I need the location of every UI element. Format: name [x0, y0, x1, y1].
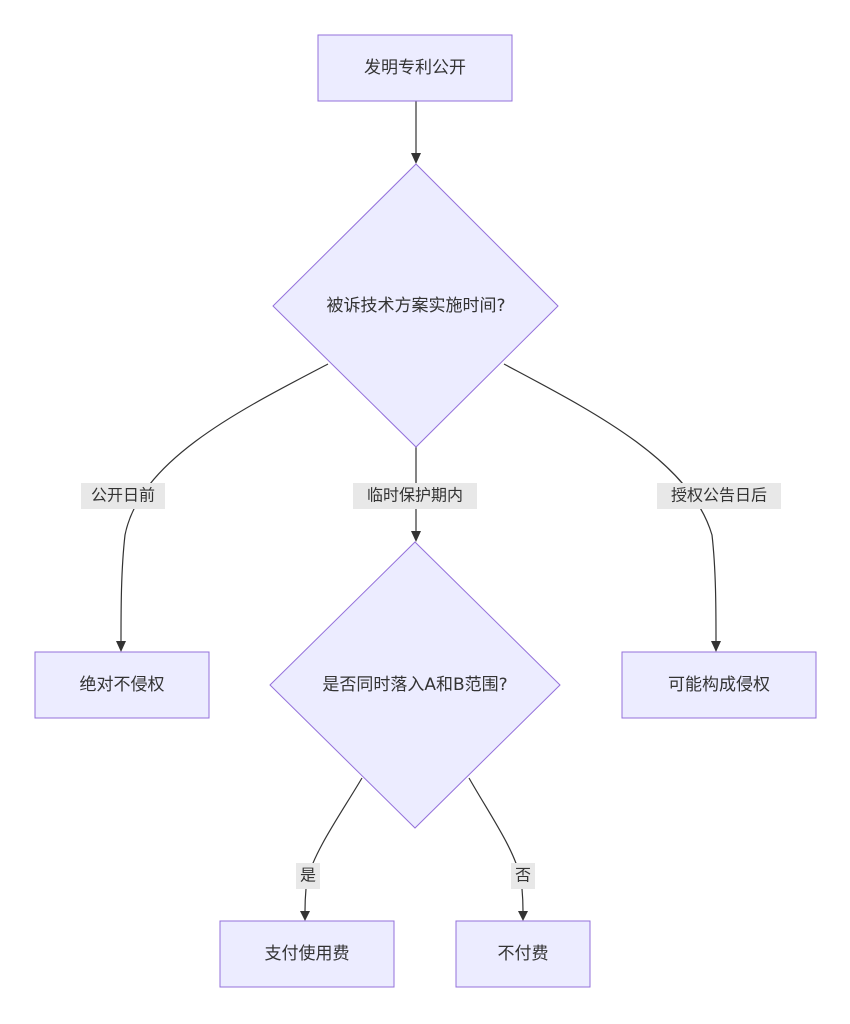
node-decision-time: 被诉技术方案实施时间? [272, 163, 559, 448]
edge-label-provisional-period-text: 临时保护期内 [367, 486, 463, 505]
node-no-infringement-label: 绝对不侵权 [80, 675, 165, 695]
node-decision-scope-label: 是否同时落入A和B范围? [322, 675, 507, 695]
edge-label-provisional-period: 临时保护期内 [353, 483, 477, 509]
node-pay-fee-label: 支付使用费 [265, 943, 350, 964]
node-may-infringe: 可能构成侵权 [621, 651, 817, 719]
edge-label-yes-text: 是 [300, 866, 316, 885]
node-publication-label: 发明专利公开 [364, 58, 466, 78]
node-pay-fee: 支付使用费 [219, 920, 395, 988]
edge-time-to-no-infringement [116, 363, 329, 652]
edge-scope-to-pay-fee [300, 777, 363, 921]
node-no-fee: 不付费 [455, 920, 591, 988]
node-may-infringe-label: 可能构成侵权 [668, 675, 770, 695]
edge-time-to-may-infringe [503, 363, 721, 652]
edge-label-no: 否 [511, 863, 535, 889]
edge-publication-to-time [411, 101, 421, 164]
edge-label-after-grant: 授权公告日后 [657, 483, 781, 509]
node-no-fee-label: 不付费 [498, 944, 549, 964]
edge-label-after-grant-text: 授权公告日后 [671, 486, 767, 505]
edge-label-yes: 是 [296, 863, 320, 889]
node-decision-time-label: 被诉技术方案实施时间? [326, 296, 505, 316]
node-decision-scope: 是否同时落入A和B范围? [269, 541, 561, 829]
edge-label-no-text: 否 [515, 866, 531, 885]
node-no-infringement: 绝对不侵权 [34, 651, 210, 719]
node-publication: 发明专利公开 [317, 34, 513, 102]
edge-label-before-publication-text: 公开日前 [91, 486, 155, 505]
edge-label-before-publication: 公开日前 [81, 483, 165, 509]
edge-scope-to-no-fee [468, 777, 528, 921]
